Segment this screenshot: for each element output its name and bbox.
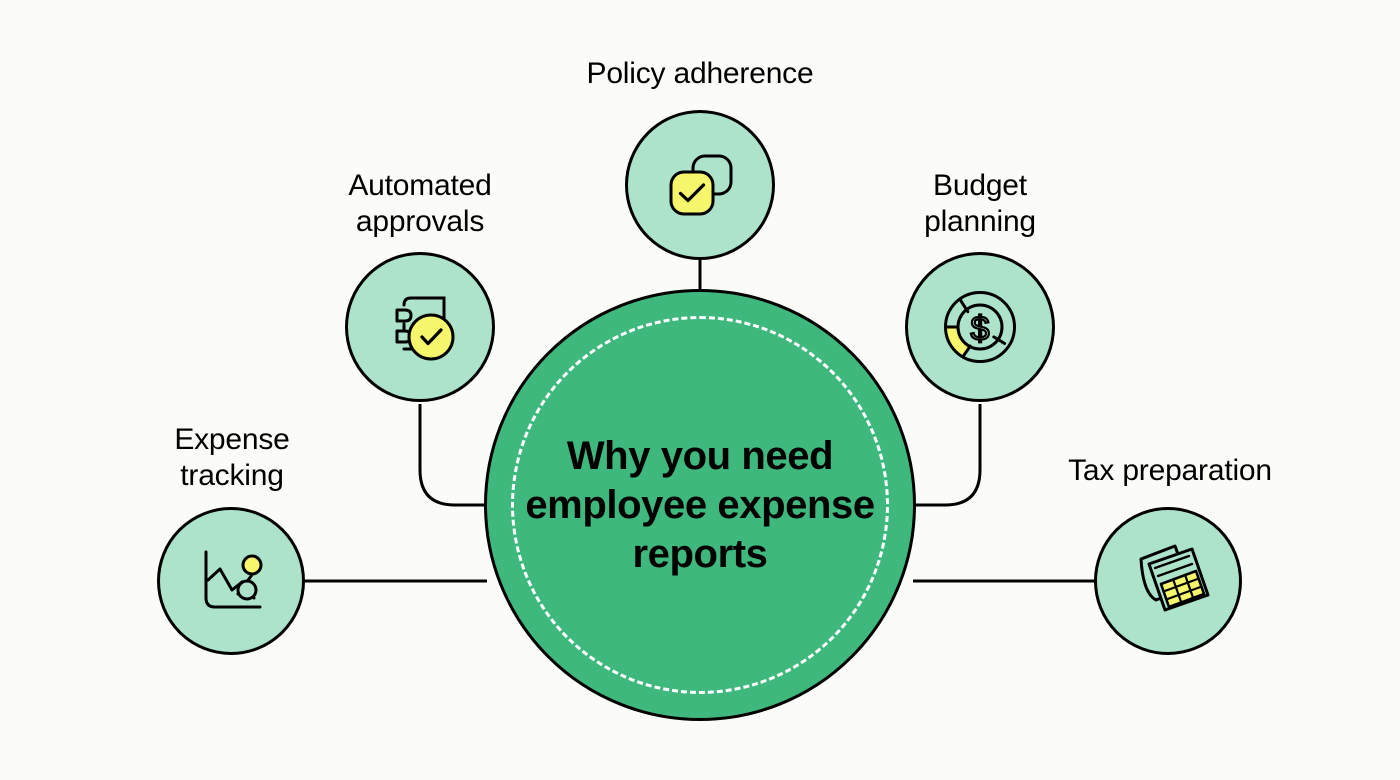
node-automated-approvals[interactable] xyxy=(345,252,495,402)
stacked-documents-table-icon xyxy=(1139,544,1210,612)
node-budget-planning-label: Budget planning xyxy=(924,169,1036,238)
overlapping-squares-check-icon xyxy=(669,154,733,216)
document-checkmark-icon xyxy=(395,296,455,361)
node-budget-planning[interactable]: $ xyxy=(905,252,1055,402)
node-policy-adherence-label: Policy adherence xyxy=(586,57,814,90)
page-title: Why you need employee expense reports xyxy=(525,433,875,576)
node-tax-preparation[interactable] xyxy=(1094,507,1242,655)
donut-chart-dollar-icon: $ xyxy=(944,291,1016,363)
node-expense-tracking-label: Expense tracking xyxy=(174,423,290,492)
connector-approvals xyxy=(418,404,492,507)
svg-text:$: $ xyxy=(971,310,990,348)
node-policy-adherence[interactable] xyxy=(625,110,775,260)
dashed-ring xyxy=(511,316,889,694)
node-automated-approvals-label: Automated approvals xyxy=(348,169,492,238)
central-hub: Why you need employee expense reports xyxy=(484,289,916,721)
node-tax-preparation-label: Tax preparation xyxy=(1068,454,1272,487)
node-expense-tracking[interactable] xyxy=(157,507,305,655)
line-chart-icon xyxy=(204,550,263,609)
